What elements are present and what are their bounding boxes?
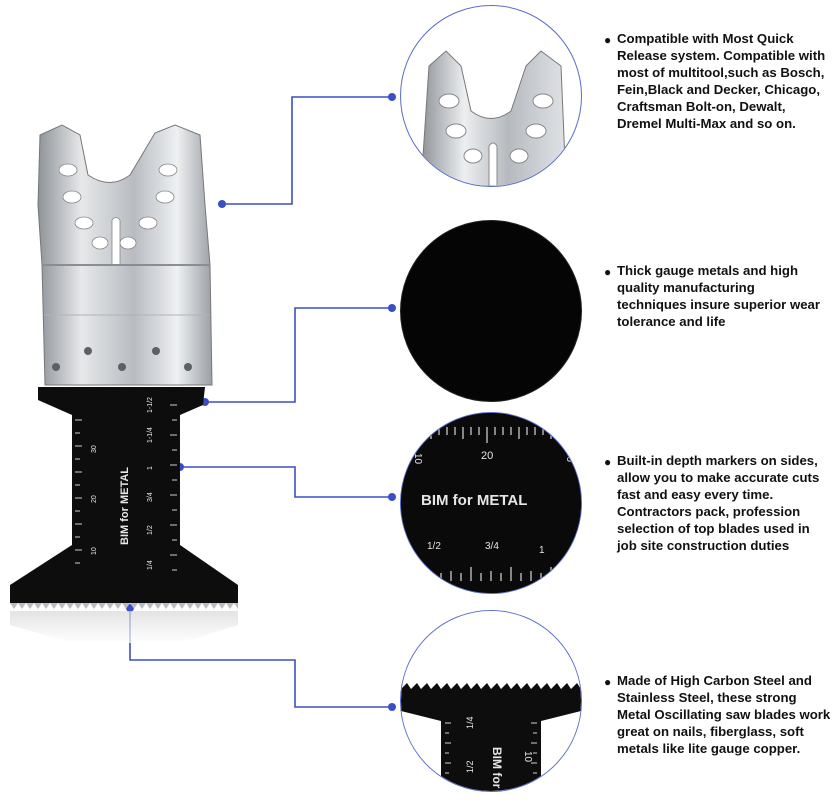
saw-blade-illustration: BIM for METAL 1-1/2 1-1/4 1 3/4 1/2 1/4 … — [10, 124, 238, 643]
feature-mount: ● Compatible with Most Quick Release sys… — [604, 30, 827, 132]
connector-end-markers — [388, 493, 396, 501]
zoom-circle-markers: 10 20 30 BIM for METAL 1/2 3/4 1 — [400, 412, 582, 594]
blade-mm-mark-1: 20 — [91, 495, 98, 503]
mount-closeup — [420, 50, 567, 186]
bullet-dot-icon: ● — [604, 675, 612, 689]
blade-inch-mark-3: 3/4 — [147, 492, 154, 502]
feature-metal: ● Thick gauge metals and high quality ma… — [604, 262, 822, 330]
blade-mm-mark-2: 10 — [91, 547, 98, 555]
feature-material: ● Made of High Carbon Steel and Stainles… — [604, 672, 832, 757]
zoom-circle-metal — [400, 220, 582, 402]
teeth-mark-1: 1/2 — [465, 760, 475, 773]
connector-markers — [180, 466, 392, 498]
bullet-dot-icon: ● — [604, 455, 612, 469]
connector-end-material — [388, 703, 396, 711]
connector-end-mount — [388, 93, 396, 101]
marker-bottom-0: 1/2 — [427, 541, 441, 552]
bullet-dot-icon: ● — [604, 33, 612, 47]
teeth-closeup: 1/4 1/2 10 BIM for — [401, 611, 581, 791]
teeth-mark-2: 10 — [522, 751, 533, 763]
markers-closeup: 10 20 30 BIM for METAL 1/2 3/4 1 — [401, 413, 581, 593]
feature-markers: ● Built-in depth markers on sides, allow… — [604, 452, 827, 554]
blade-inch-mark-4: 1/2 — [147, 525, 154, 535]
blade-mm-mark-0: 30 — [91, 445, 98, 453]
blade-inch-mark-1: 1-1/4 — [147, 427, 154, 443]
teeth-label: BIM for — [490, 747, 504, 789]
blade-inch-mark-5: 1/4 — [147, 560, 154, 570]
bullet-dot-icon: ● — [604, 265, 612, 279]
blade-inch-mark-2: 1 — [147, 466, 154, 470]
blade-inch-mark-0: 1-1/2 — [147, 397, 154, 413]
connector-end-metal — [388, 304, 396, 312]
marker-bottom-2: 1 — [539, 545, 545, 556]
markers-label: BIM for METAL — [421, 492, 527, 509]
blade-label: BIM for METAL — [119, 467, 131, 545]
teeth-mark-0: 1/4 — [465, 716, 475, 729]
marker-bottom-1: 3/4 — [485, 541, 499, 552]
zoom-circle-material: 1/4 1/2 10 BIM for — [400, 610, 582, 792]
feature-markers-text: Built-in depth markers on sides, allow y… — [617, 453, 820, 553]
marker-top-0: 10 — [412, 453, 423, 465]
connector-dot-mount — [218, 200, 226, 208]
connector-metal — [205, 307, 392, 403]
connector-mount — [222, 96, 392, 205]
feature-material-text: Made of High Carbon Steel and Stainless … — [617, 673, 831, 756]
zoom-circle-mount — [400, 5, 582, 187]
marker-top-1: 20 — [481, 450, 493, 462]
feature-mount-text: Compatible with Most Quick Release syste… — [617, 31, 826, 131]
feature-metal-text: Thick gauge metals and high quality manu… — [617, 263, 821, 329]
